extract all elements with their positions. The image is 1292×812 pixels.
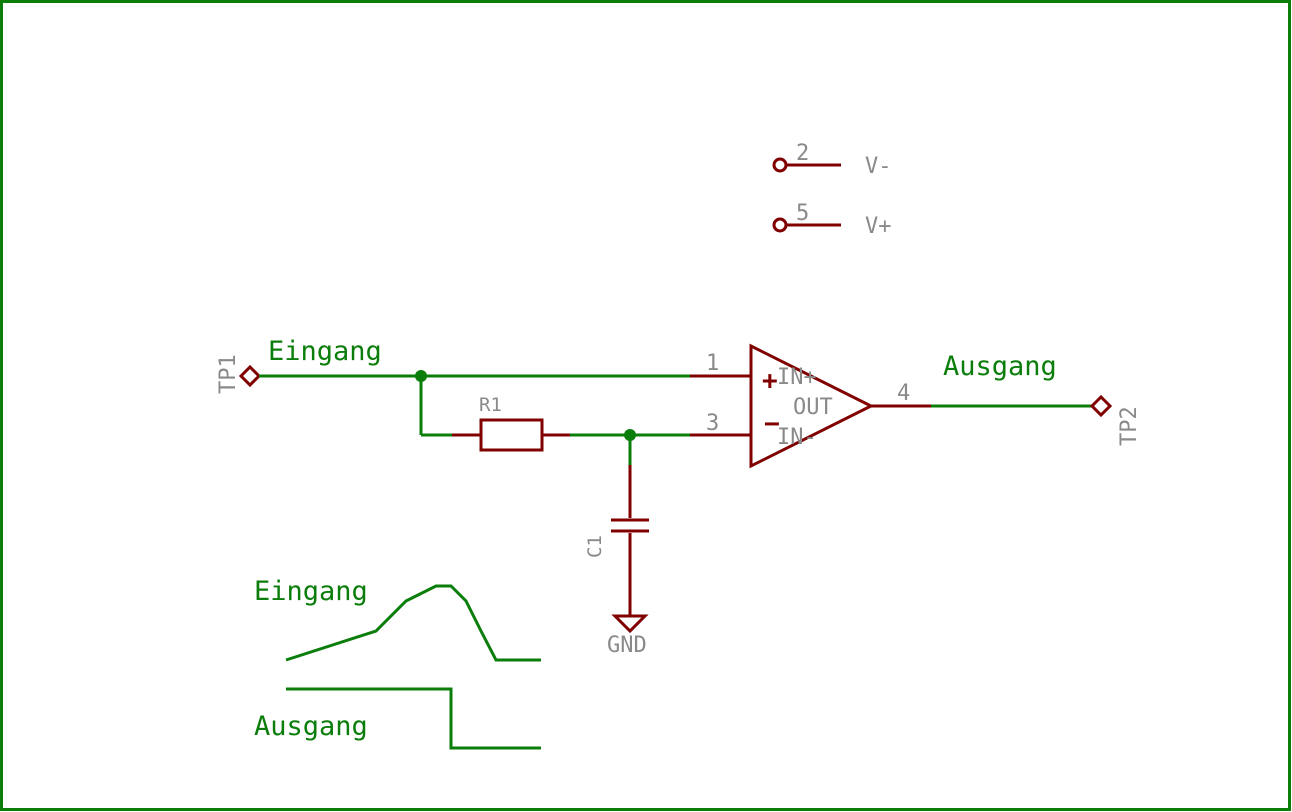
supply-pin-number: 5	[796, 201, 809, 226]
junction-dot	[624, 429, 636, 441]
net-label-input: Eingang	[268, 336, 382, 367]
testpoint-tp1: TP1	[216, 354, 262, 394]
waveform-input-label: Eingang	[254, 576, 368, 607]
resistor-r1: R1	[452, 394, 570, 452]
opamp-pin-in-minus: 3	[706, 411, 719, 436]
waveform-output-label: Ausgang	[254, 711, 368, 742]
opamp-minus-sign: −	[764, 409, 780, 439]
testpoint-tp2: TP2	[1089, 394, 1142, 446]
waveform-output: Ausgang	[254, 687, 541, 750]
ground-label: GND	[607, 633, 647, 658]
input-wires	[259, 370, 690, 465]
capacitor-c1: C1	[584, 465, 649, 616]
supply-pin-label: V-	[865, 154, 892, 179]
opamp-plus-sign: +	[762, 366, 778, 396]
supply-pin-vplus: 5 V+	[772, 201, 892, 239]
opamp-in-minus-label: IN-	[777, 425, 817, 450]
capacitor-c1-label: C1	[584, 535, 606, 558]
supply-pin-label: V+	[865, 214, 892, 239]
resistor-r1-label: R1	[479, 394, 502, 416]
opamp-pin-out: 4	[897, 381, 910, 406]
supply-pin-vminus: 2 V-	[772, 141, 892, 179]
waveform-input: Eingang	[254, 576, 541, 662]
opamp: 1 3 4 + − IN+ OUT IN-	[690, 343, 931, 469]
testpoint-tp1-label: TP1	[216, 354, 241, 394]
net-label-output: Ausgang	[943, 351, 1057, 382]
junction-dot	[415, 370, 427, 382]
supply-pin-number: 2	[796, 141, 809, 166]
testpoint-tp2-label: TP2	[1117, 406, 1142, 446]
supply-pin-circle	[772, 157, 788, 173]
opamp-pin-in-plus: 1	[706, 351, 719, 376]
opamp-in-plus-label: IN+	[777, 365, 817, 390]
supply-pin-circle	[772, 217, 788, 233]
opamp-out-label: OUT	[793, 395, 833, 420]
ground-symbol: GND	[607, 614, 649, 658]
